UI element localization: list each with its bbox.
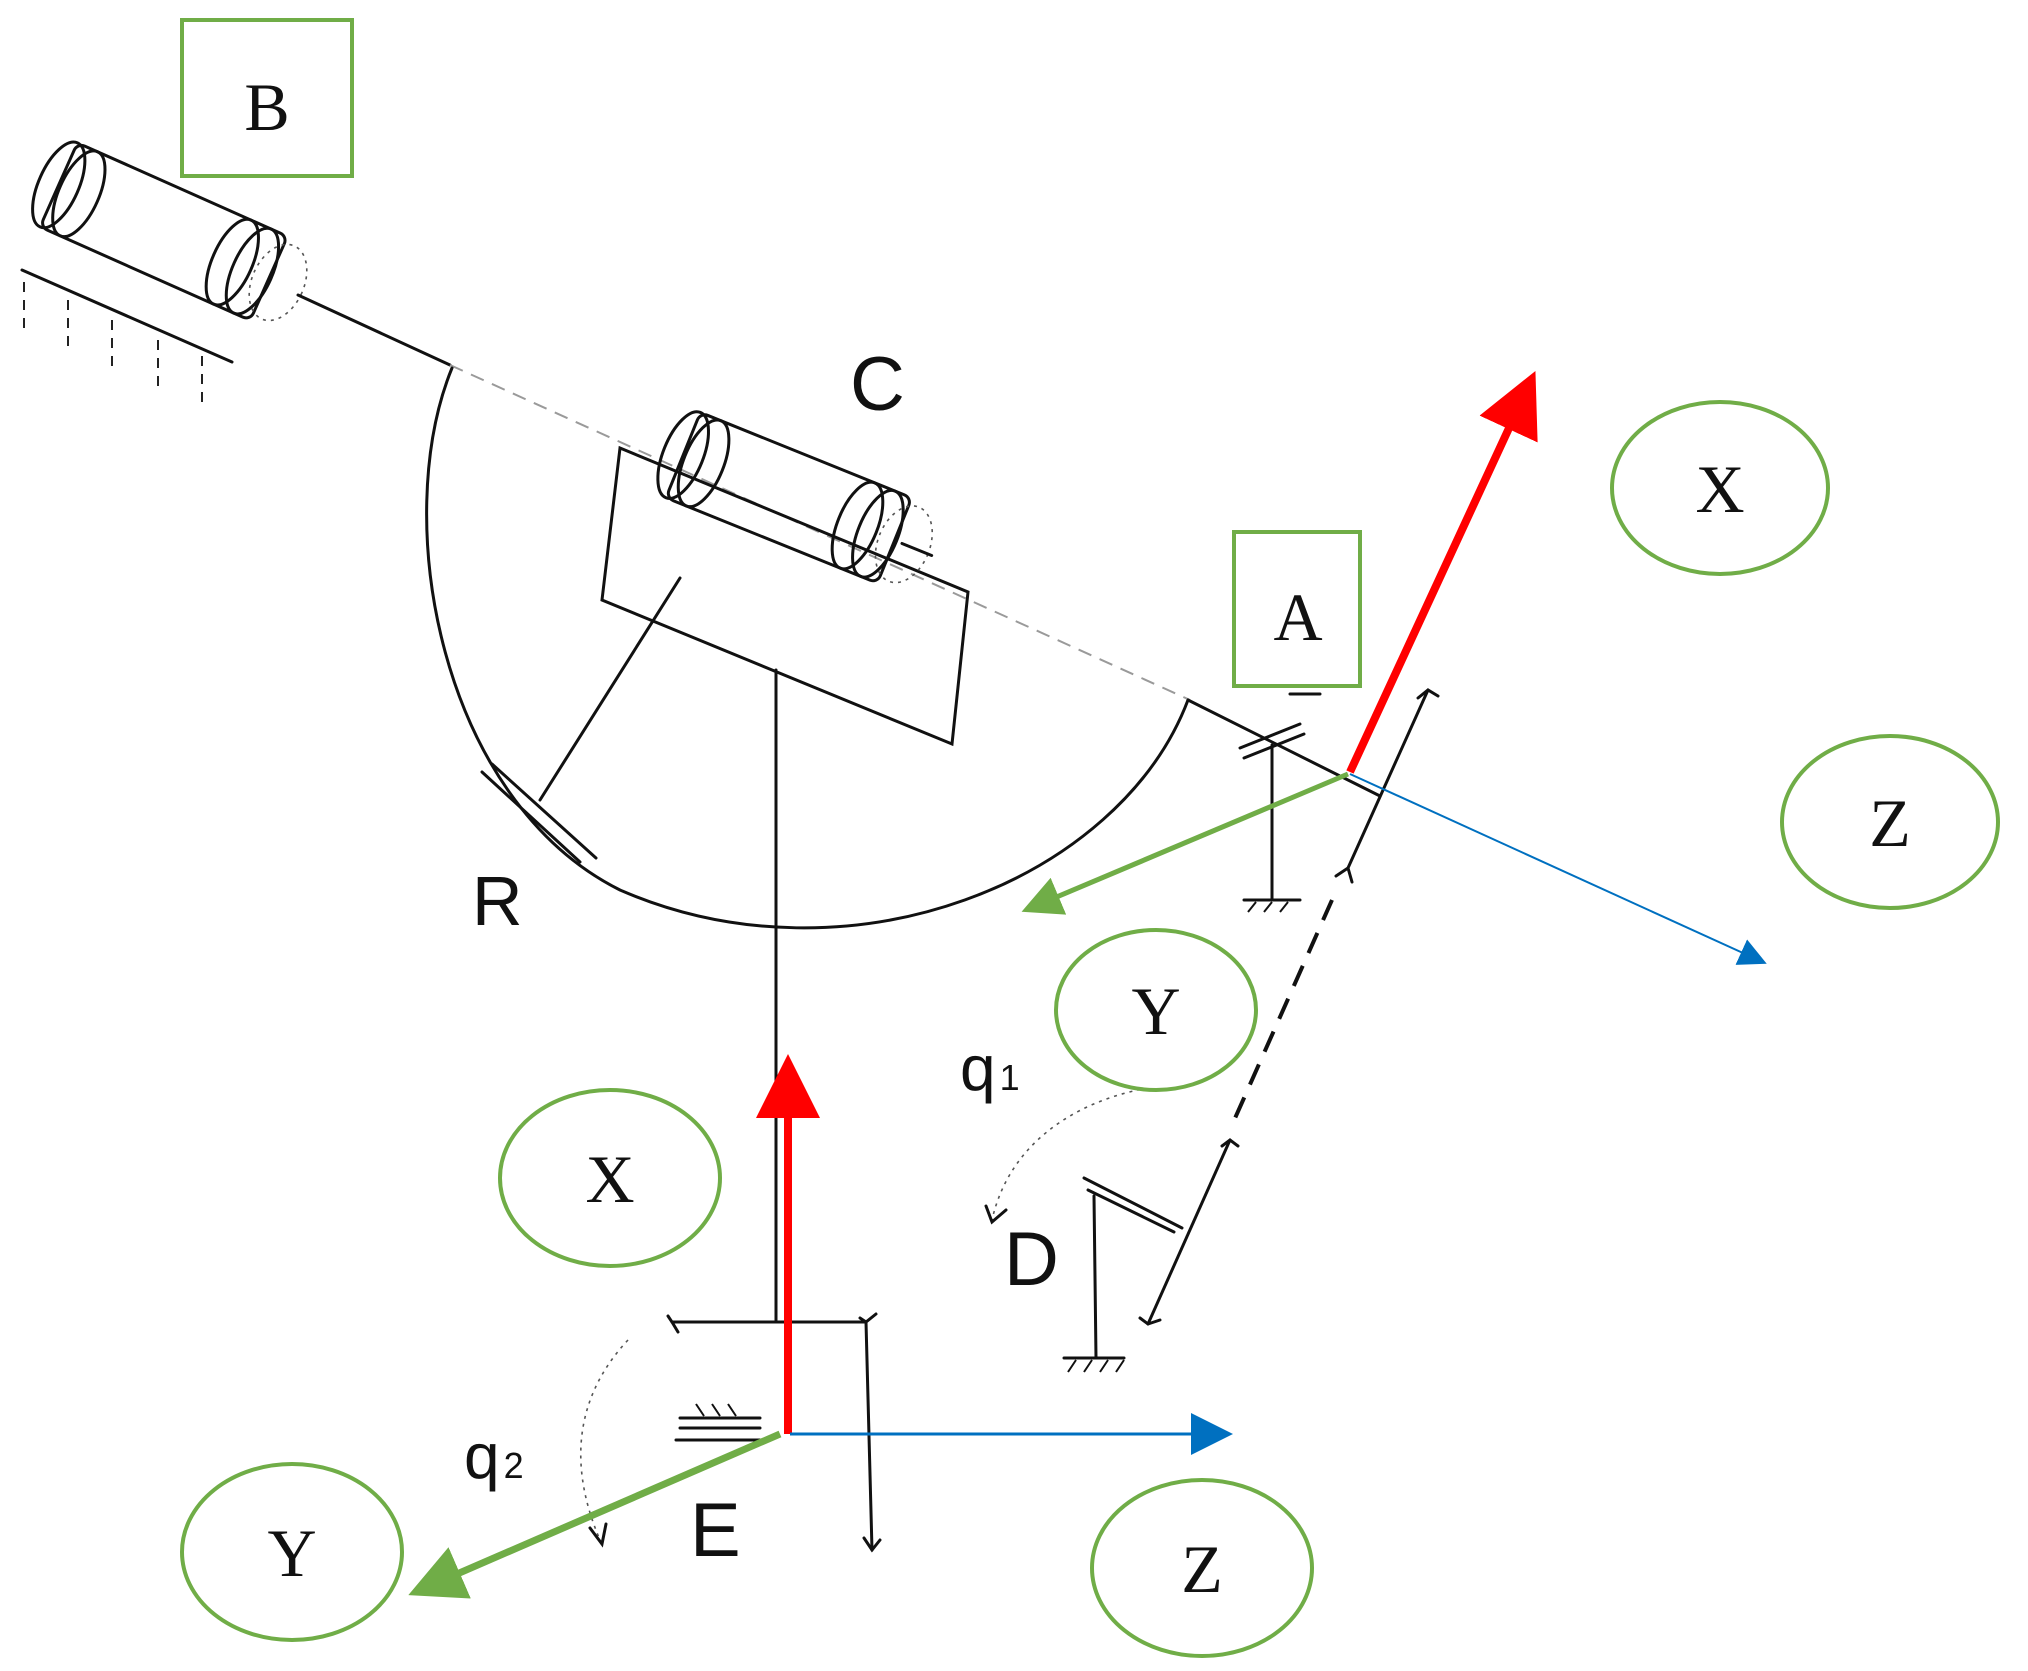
q1-arrowhead: [984, 1204, 1008, 1225]
lower-x-label: X: [498, 1088, 722, 1268]
label-b: B: [244, 69, 289, 145]
label-a: A: [1273, 579, 1322, 655]
actuator-b: [20, 140, 452, 410]
upper-frame-axes: [1021, 370, 1767, 965]
upper-z-label: Z: [1780, 734, 2000, 910]
upper-z-axis-arrow: [1349, 773, 1767, 965]
lower-y-axis-arrow: [408, 1430, 782, 1599]
label-e: E: [690, 1488, 741, 1573]
lower-y-label: Y: [180, 1462, 404, 1642]
upper-x-label: X: [1610, 400, 1830, 576]
q2-arrowhead: [588, 1522, 608, 1548]
label-d: D: [1004, 1217, 1059, 1302]
q1-rotation-arc: [991, 1087, 1149, 1221]
svg-text:Y: Y: [267, 1515, 316, 1591]
joint-a-bearing: [1186, 688, 1440, 1126]
arc-guide-r: [425, 366, 1190, 930]
svg-text:Y: Y: [1131, 973, 1180, 1049]
upper-y-axis-arrow: [1021, 771, 1349, 915]
label-r: R: [472, 862, 523, 940]
label-box-b: B: [180, 18, 354, 178]
lower-z-label: Z: [1090, 1478, 1314, 1658]
lower-frame-axes: [408, 1054, 1233, 1599]
label-c: C: [850, 342, 905, 427]
upper-x-axis-arrow: [1346, 370, 1538, 774]
upper-y-label: Y: [1054, 928, 1258, 1092]
svg-text:Z: Z: [1869, 785, 1911, 861]
actuator-c: [600, 410, 970, 1322]
svg-text:X: X: [585, 1141, 634, 1217]
joint-e: [666, 1312, 882, 1553]
main-axis-dashed: [449, 364, 1191, 701]
label-q1-subscript: 1: [1000, 1057, 1020, 1098]
svg-text:X: X: [1695, 451, 1744, 527]
label-box-a: A: [1232, 530, 1362, 688]
label-q2-subscript: 2: [504, 1445, 524, 1486]
svg-text:Z: Z: [1181, 1531, 1223, 1607]
joint-d: [1062, 1138, 1240, 1373]
